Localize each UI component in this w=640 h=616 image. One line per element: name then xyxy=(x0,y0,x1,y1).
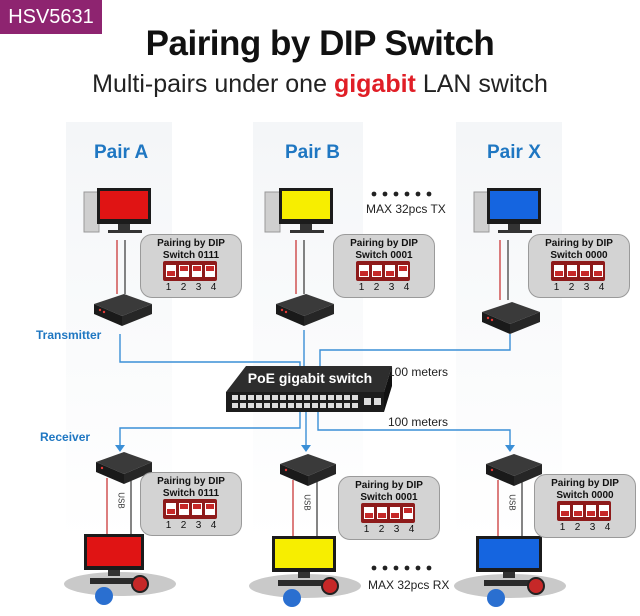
model-badge: HSV5631 xyxy=(0,0,102,34)
tx-screen-a xyxy=(100,191,148,219)
dip-switch-graphic xyxy=(361,503,415,523)
diagram-title: Pairing by DIP Switch xyxy=(145,24,495,63)
tx-computer-a xyxy=(83,188,151,233)
tx-computer-x xyxy=(473,188,541,233)
tx-screen-x xyxy=(490,191,538,219)
cable-rx-x xyxy=(317,412,511,445)
tx-screen-b xyxy=(282,191,330,219)
pair-x-title: Pair X xyxy=(487,142,541,163)
dip-switch-graphic xyxy=(557,501,611,521)
transmitter-box-b xyxy=(276,294,334,326)
transmitter-box-a xyxy=(94,294,152,326)
distance-bottom-label: 100 meters xyxy=(388,415,449,429)
subtitle-highlight: gigabit xyxy=(333,70,416,98)
rx-workstation-a xyxy=(64,534,176,605)
rx-screen-b xyxy=(275,539,333,568)
rx-workstation-b xyxy=(249,536,361,607)
tx-dip-label-a: Pairing by DIP Switch 0111 xyxy=(157,238,225,261)
transmitter-label: Transmitter xyxy=(36,328,102,342)
rx-dip-label-x: Pairing by DIP Switch 0000 xyxy=(551,478,619,501)
more-pairs-dots-top xyxy=(371,191,432,197)
rx-dip-label-b: Pairing by DIP Switch 0001 xyxy=(355,480,423,503)
dip-switch-graphic xyxy=(163,261,217,281)
distance-top-label: 100 meters xyxy=(388,365,449,379)
pair-a-title: Pair A xyxy=(94,142,149,163)
dip-switch-graphic xyxy=(356,261,410,281)
dip-switch-graphic xyxy=(551,261,605,281)
rx-screen-a xyxy=(87,537,141,566)
subtitle-prefix: Multi-pairs under one xyxy=(92,70,334,98)
receiver-box-a xyxy=(96,452,152,484)
max-rx-note: MAX 32pcs RX xyxy=(368,578,450,592)
receiver-label: Receiver xyxy=(40,430,91,444)
max-tx-note: MAX 32pcs TX xyxy=(366,202,446,216)
tx-computer-b xyxy=(264,188,333,233)
usb-label-a: USB xyxy=(116,492,126,509)
video-cables xyxy=(106,240,523,536)
tx-dip-label-b: Pairing by DIP Switch 0001 xyxy=(350,238,418,261)
usb-label-b: USB xyxy=(302,494,312,511)
pair-b-title: Pair B xyxy=(285,142,340,163)
rx-dip-label-a: Pairing by DIP Switch 0111 xyxy=(157,476,225,499)
subtitle-suffix: LAN switch xyxy=(415,70,548,98)
receiver-box-x xyxy=(486,454,542,486)
poe-switch-device xyxy=(226,366,392,412)
more-pairs-dots-bottom xyxy=(371,565,432,571)
rx-screen-x xyxy=(479,539,539,568)
usb-label-x: USB xyxy=(507,494,517,511)
cable-arrows xyxy=(115,445,515,452)
cable-rx-a xyxy=(119,412,301,445)
transmitter-box-x xyxy=(482,302,540,334)
tx-dip-label-x: Pairing by DIP Switch 0000 xyxy=(545,238,613,261)
diagram-subtitle: Multi-pairs under one gigabit LAN switch xyxy=(0,70,640,99)
rx-workstation-x xyxy=(454,536,566,607)
dip-switch-graphic xyxy=(163,499,217,519)
switch-label: PoE gigabit switch xyxy=(247,370,373,386)
receiver-box-b xyxy=(280,454,336,486)
